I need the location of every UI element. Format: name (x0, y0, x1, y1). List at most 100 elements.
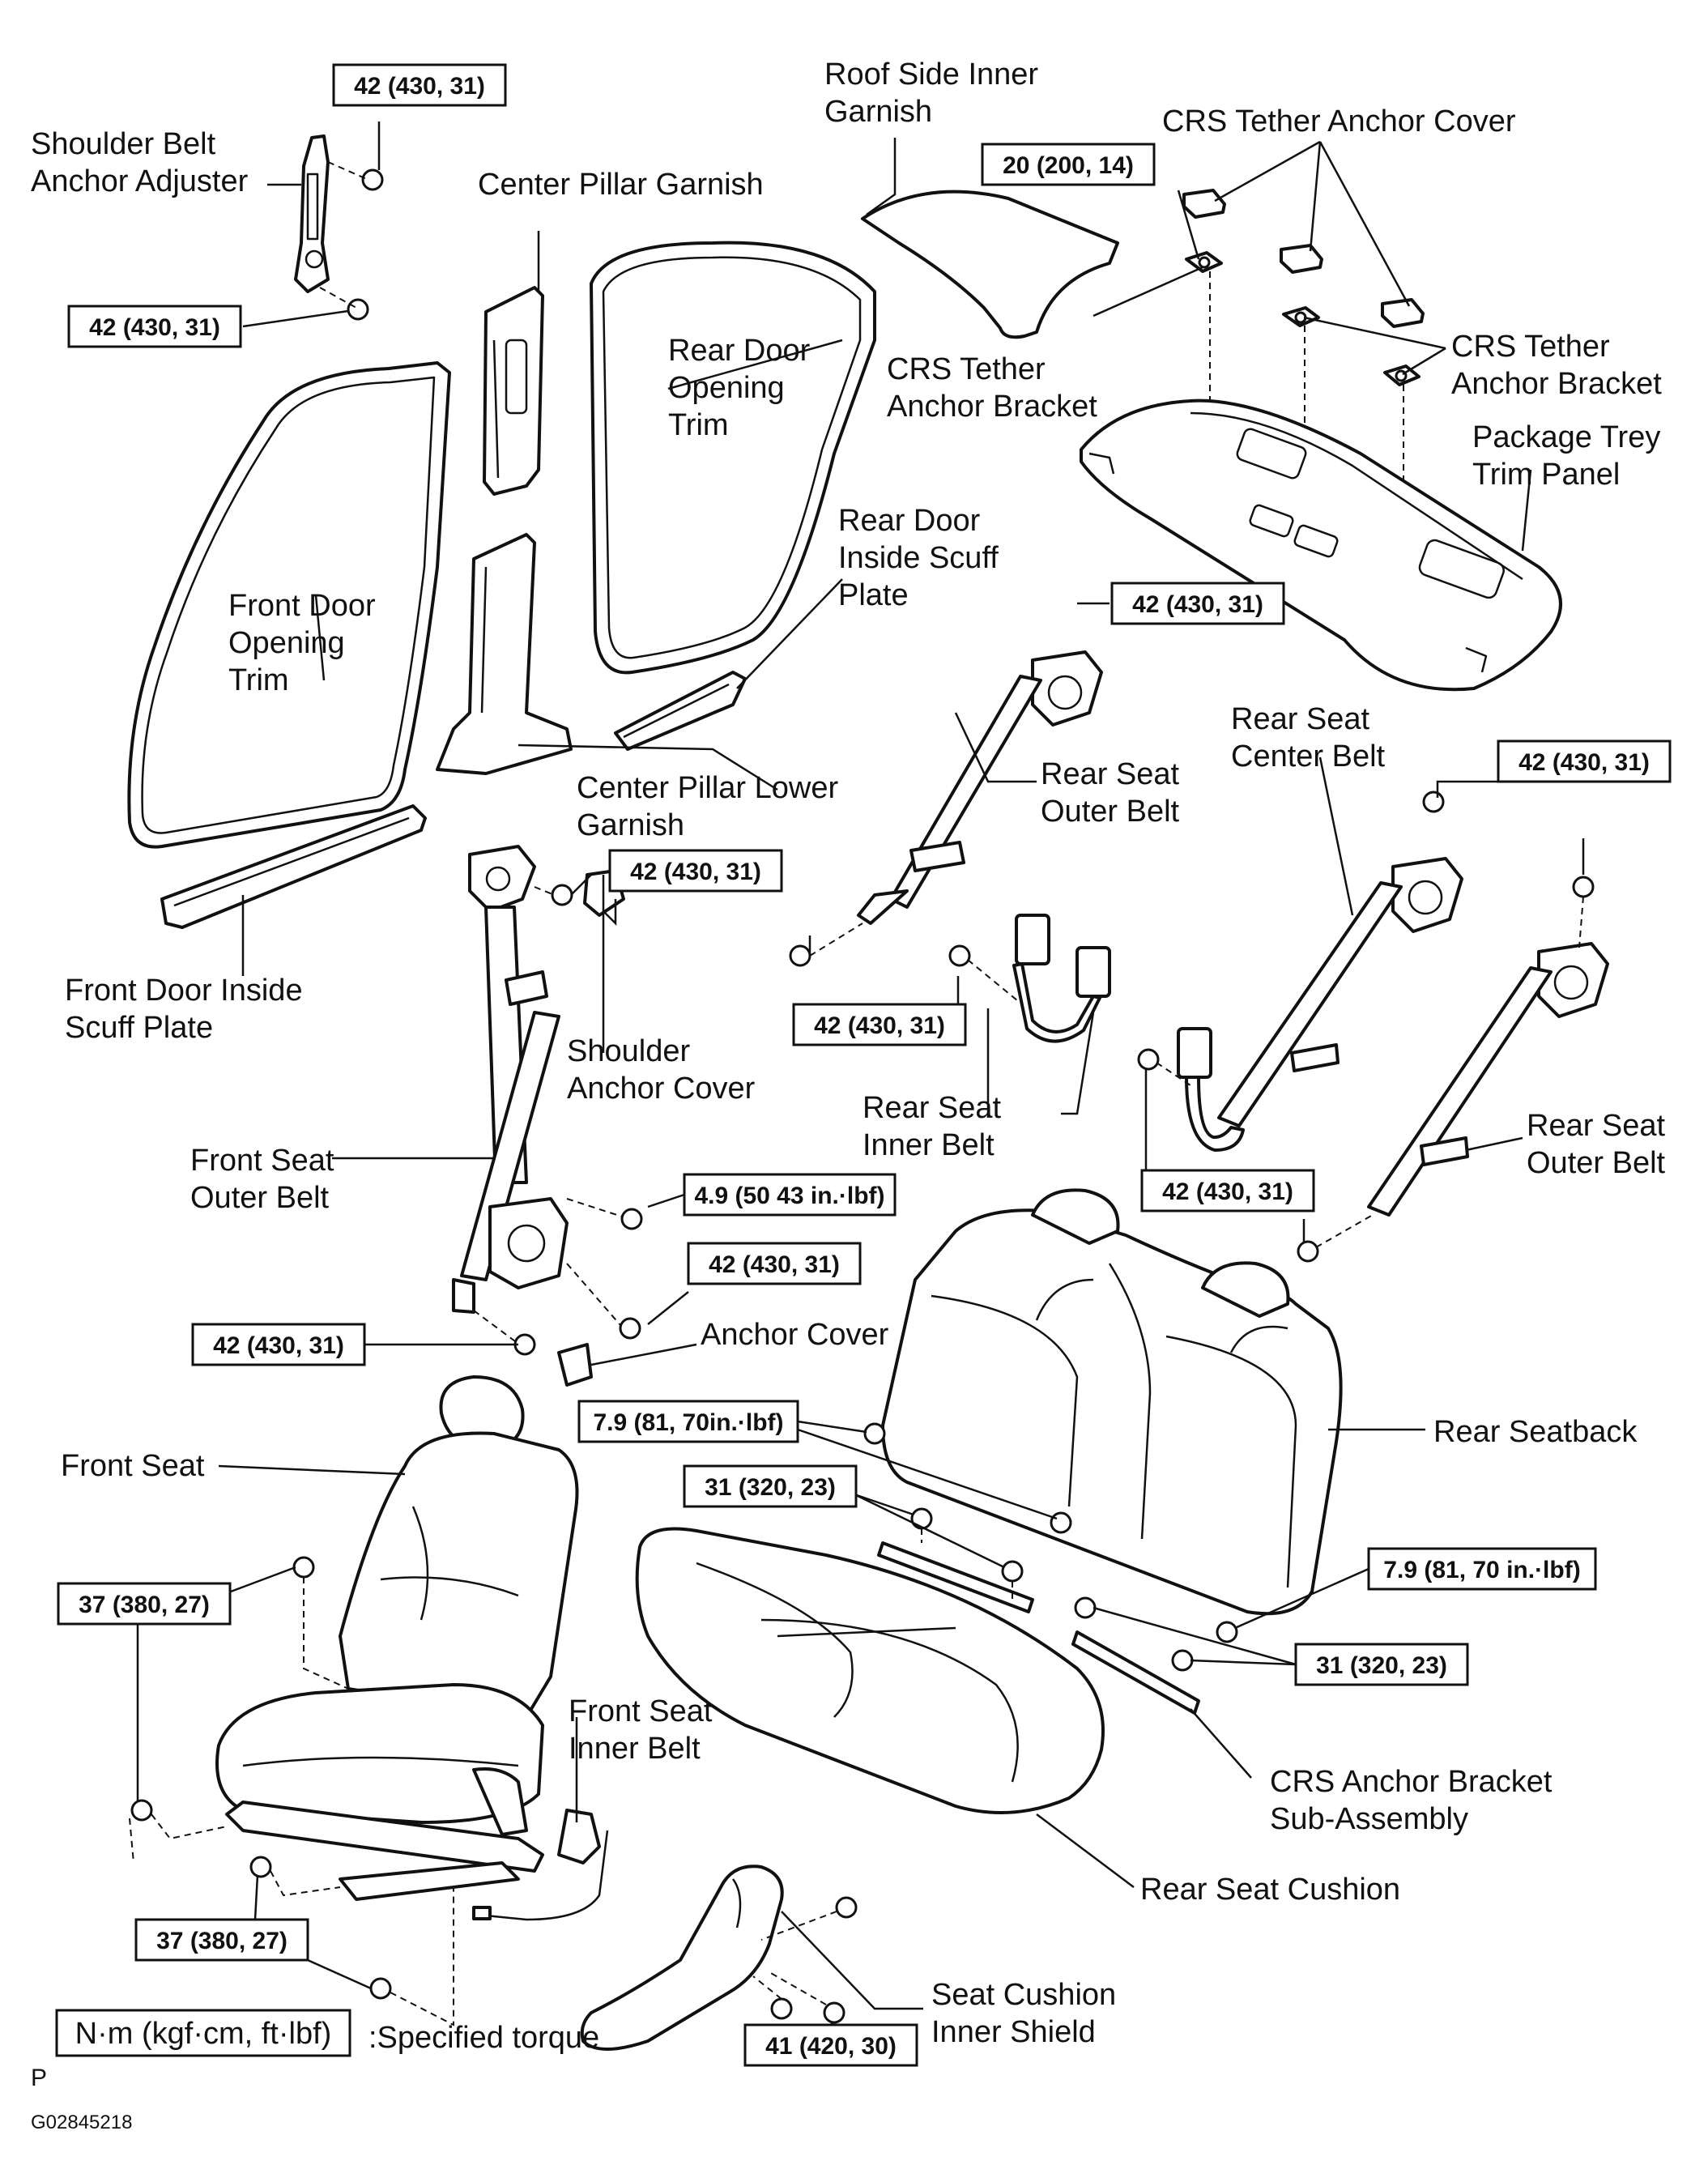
rear-seat-center-belt-part (1137, 857, 1463, 1152)
label-seat-cushion-inner-shield-2: Inner Shield (931, 2015, 1096, 2049)
front-door-opening-trim-part (127, 361, 451, 849)
label-roof-side-inner-garnish-2: Garnish (824, 95, 932, 129)
roof-side-inner-garnish-part (861, 190, 1119, 339)
front-seat-outer-belt-part (452, 845, 643, 1356)
label-shoulder-anchor-cover-2: Anchor Cover (567, 1072, 756, 1106)
torque-box-6: 42 (430, 31) (608, 849, 783, 893)
label-anchor-cover: Anchor Cover (701, 1318, 889, 1352)
rear-seat-cushion-part (635, 1527, 1105, 1814)
label-center-pillar-garnish: Center Pillar Garnish (478, 168, 764, 202)
torque-legend: N·m (kgf·cm, ft·lbf) :Specified torque (55, 2009, 599, 2057)
svg-text:37 (380, 27): 37 (380, 27) (156, 1928, 288, 1954)
svg-text:42 (430, 31): 42 (430, 31) (89, 314, 220, 341)
rear-door-opening-trim-part (590, 241, 876, 675)
label-crs-tether-anchor-bracket-right-2: Anchor Bracket (1451, 367, 1662, 401)
legend-unit-box: N·m (kgf·cm, ft·lbf) (75, 2017, 332, 2051)
torque-box-5: 42 (430, 31) (1497, 739, 1672, 783)
label-rear-seat-cushion: Rear Seat Cushion (1140, 1873, 1400, 1907)
svg-text:37 (380, 27): 37 (380, 27) (79, 1592, 210, 1618)
label-rear-seatback: Rear Seatback (1433, 1415, 1638, 1449)
legend-text: :Specified torque (368, 2021, 599, 2055)
label-rear-seat-outer-belt-upper-2: Outer Belt (1041, 795, 1180, 829)
svg-text:31 (320, 23): 31 (320, 23) (705, 1474, 836, 1501)
label-front-door-inside-scuff-plate-2: Scuff Plate (65, 1011, 213, 1045)
label-front-seat-inner-belt-1: Front Seat (569, 1694, 713, 1728)
torque-box-12: 7.9 (81, 70in.·lbf) (577, 1400, 799, 1443)
front-seat-part (129, 1375, 609, 2026)
label-rear-door-opening-trim-2: Opening (668, 371, 785, 405)
rear-seatback-part (881, 1188, 1343, 1616)
shoulder-belt-anchor-adjuster-part (294, 134, 384, 321)
label-front-seat: Front Seat (61, 1449, 205, 1483)
torque-box-7: 42 (430, 31) (792, 1003, 967, 1046)
label-seat-cushion-inner-shield-1: Seat Cushion (931, 1978, 1116, 2012)
svg-text:7.9 (81, 70 in.·lbf): 7.9 (81, 70 in.·lbf) (1383, 1557, 1580, 1583)
torque-box-4: 42 (430, 31) (1110, 582, 1285, 625)
torque-box-13: 31 (320, 23) (683, 1464, 858, 1508)
crs-tether-anchor-brackets-part (1185, 251, 1420, 583)
center-pillar-lower-garnish-part (436, 533, 573, 775)
label-rear-door-opening-trim-3: Trim (668, 408, 729, 442)
label-package-trey-trim-panel-2: Trim Panel (1472, 458, 1620, 492)
label-front-door-opening-trim-1: Front Door (228, 589, 376, 623)
svg-text:42 (430, 31): 42 (430, 31) (1162, 1178, 1293, 1205)
label-front-door-opening-trim-3: Trim (228, 663, 289, 697)
package-trey-trim-panel-part (1080, 398, 1562, 692)
figure-code: G02845218 (31, 2112, 132, 2133)
label-rear-seat-inner-belt-1: Rear Seat (863, 1091, 1002, 1125)
label-crs-tether-anchor-bracket-left-1: CRS Tether (887, 352, 1046, 386)
svg-text:20 (200, 14): 20 (200, 14) (1003, 152, 1134, 179)
label-crs-anchor-bracket-sub-assembly-1: CRS Anchor Bracket (1270, 1765, 1553, 1799)
part-labels: Shoulder Belt Anchor Adjuster Center Pil… (31, 58, 1666, 2049)
label-front-door-inside-scuff-plate-1: Front Door Inside (65, 974, 303, 1008)
label-rear-door-inside-scuff-plate-1: Rear Door (838, 504, 981, 538)
label-shoulder-belt-anchor-adjuster-2: Anchor Adjuster (31, 164, 249, 198)
label-center-pillar-lower-garnish-2: Garnish (577, 808, 684, 842)
label-rear-door-inside-scuff-plate-2: Inside Scuff (838, 541, 999, 575)
svg-text:31 (320, 23): 31 (320, 23) (1316, 1652, 1447, 1679)
torque-box-10: 42 (430, 31) (687, 1242, 862, 1285)
torque-box-16: 31 (320, 23) (1294, 1643, 1469, 1686)
label-roof-side-inner-garnish-1: Roof Side Inner (824, 58, 1038, 92)
label-front-seat-outer-belt-2: Outer Belt (190, 1181, 330, 1215)
label-rear-seat-outer-belt-upper-1: Rear Seat (1041, 757, 1180, 791)
svg-text:4.9 (50 43 in.·lbf): 4.9 (50 43 in.·lbf) (694, 1183, 884, 1209)
svg-text:42 (430, 31): 42 (430, 31) (814, 1012, 945, 1039)
torque-box-8: 42 (430, 31) (1140, 1169, 1315, 1212)
torque-box-3: 20 (200, 14) (981, 143, 1156, 186)
front-door-inside-scuff-plate-part (160, 804, 427, 929)
rear-door-inside-scuff-plate-part (614, 671, 747, 751)
label-rear-door-inside-scuff-plate-3: Plate (838, 578, 909, 612)
svg-text:41 (420, 30): 41 (420, 30) (765, 2033, 897, 2060)
label-shoulder-anchor-cover-1: Shoulder (567, 1034, 690, 1068)
label-rear-seat-outer-belt-lower-2: Outer Belt (1527, 1146, 1666, 1180)
label-rear-seat-center-belt-2: Center Belt (1231, 739, 1386, 774)
svg-text:42 (430, 31): 42 (430, 31) (1518, 749, 1650, 776)
label-crs-tether-anchor-cover: CRS Tether Anchor Cover (1162, 104, 1516, 139)
rear-seat-outer-belt-upper-part (789, 650, 1103, 967)
svg-text:42 (430, 31): 42 (430, 31) (213, 1332, 344, 1359)
torque-box-2: 42 (430, 31) (67, 305, 242, 348)
torque-boxes: 42 (430, 31) 42 (430, 31) 20 (200, 14) 4… (57, 63, 1672, 2067)
label-rear-door-opening-trim-1: Rear Door (668, 334, 811, 368)
label-shoulder-belt-anchor-adjuster-1: Shoulder Belt (31, 127, 216, 161)
label-crs-anchor-bracket-sub-assembly-2: Sub-Assembly (1270, 1802, 1468, 1836)
anchor-cover-part (557, 1343, 593, 1387)
rear-seat-outer-belt-lower-part (1297, 791, 1609, 1263)
svg-text:42 (430, 31): 42 (430, 31) (354, 73, 485, 100)
label-crs-tether-anchor-bracket-right-1: CRS Tether (1451, 330, 1610, 364)
torque-box-17: 37 (380, 27) (134, 1918, 309, 1962)
page-letter: P (31, 2065, 47, 2091)
svg-text:42 (430, 31): 42 (430, 31) (1132, 591, 1263, 618)
label-front-door-opening-trim-2: Opening (228, 626, 345, 660)
label-rear-seat-outer-belt-lower-1: Rear Seat (1527, 1109, 1666, 1143)
label-front-seat-outer-belt-1: Front Seat (190, 1144, 334, 1178)
svg-text:42 (430, 31): 42 (430, 31) (630, 859, 761, 885)
rear-seat-brackets-part (863, 1422, 1238, 1715)
label-center-pillar-lower-garnish-1: Center Pillar Lower (577, 771, 838, 805)
label-rear-seat-center-belt-1: Rear Seat (1231, 702, 1370, 736)
torque-box-1: 42 (430, 31) (332, 63, 507, 107)
label-package-trey-trim-panel-1: Package Trey (1472, 420, 1660, 454)
torque-box-14: 7.9 (81, 70 in.·lbf) (1367, 1547, 1597, 1591)
